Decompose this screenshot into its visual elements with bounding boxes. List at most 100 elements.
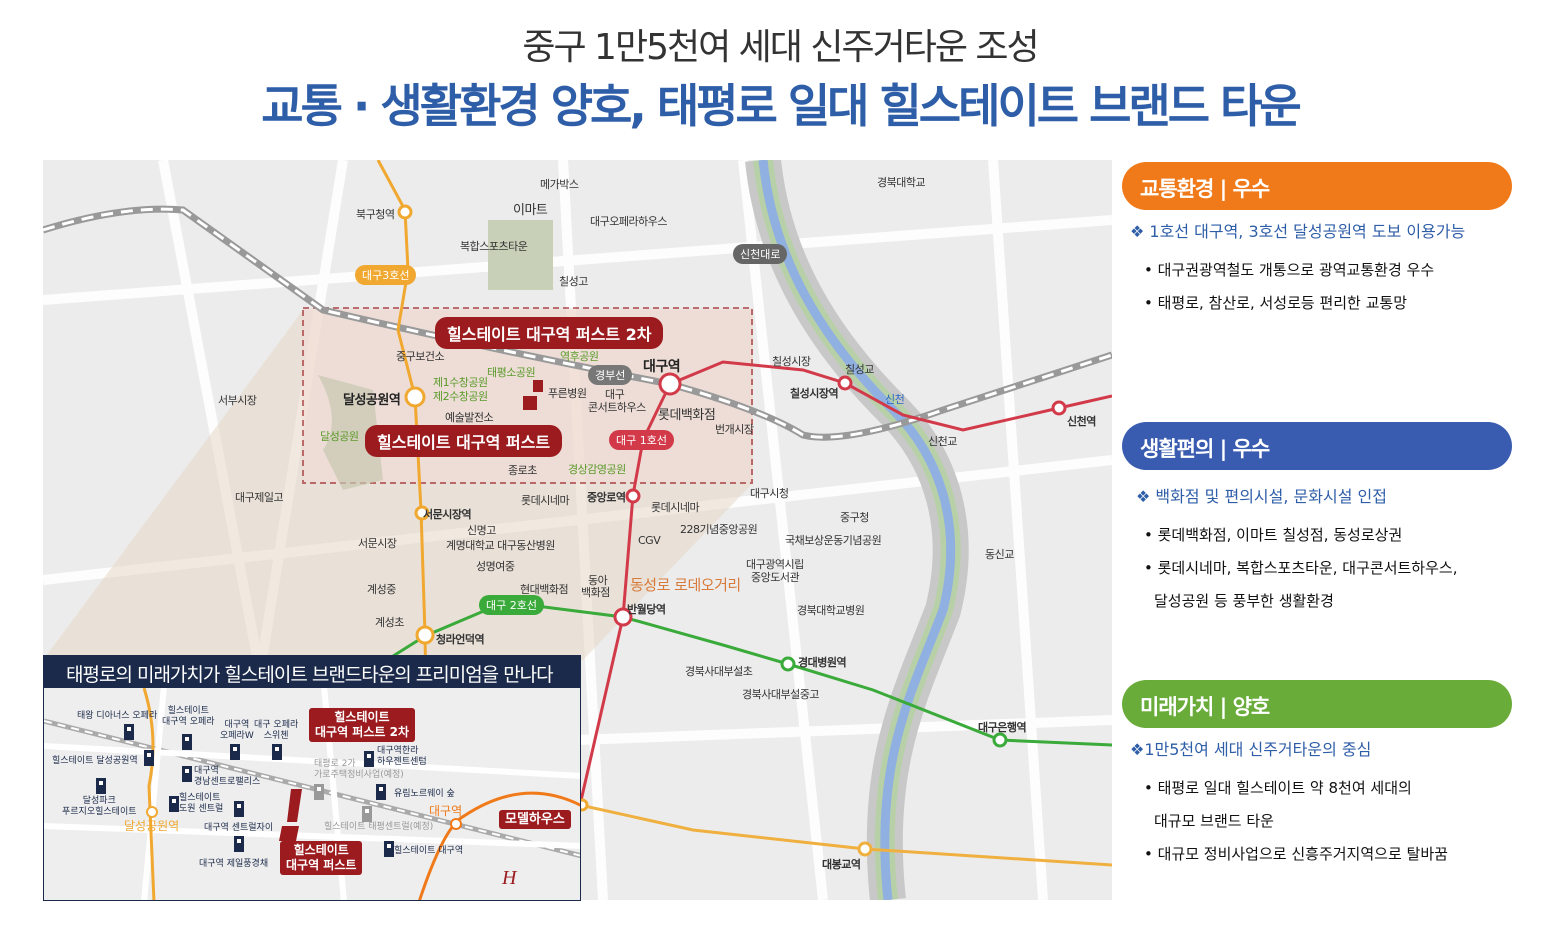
living-headline: ❖ 백화점 및 편의시설, 문화시설 인접 xyxy=(1136,487,1387,506)
map-label: 경북사대부설중고 xyxy=(742,688,819,701)
map-label: 종로초 xyxy=(508,464,537,477)
map-label: 예술발전소 xyxy=(445,411,494,424)
line2-badge: 대구 2호선 xyxy=(479,595,544,615)
living-header: 생활편의 | 우수 xyxy=(1122,422,1512,470)
map-label: 북구청역 xyxy=(356,208,395,221)
area-map: 메가박스 이마트 대구오페라하우스 북구청역 복합스포츠타운 칠성고 경북대학교… xyxy=(43,160,1112,900)
shincheon-river xyxy=(758,160,956,900)
map-label: 동신교 xyxy=(985,548,1014,561)
map-label: 경북사대부설초 xyxy=(685,665,753,678)
map-label: 228기념중앙공원 xyxy=(680,523,758,536)
page-subtitle: 교통 · 생활환경 양호, 태평로 일대 힐스테이트 브랜드 타운 xyxy=(261,79,1301,133)
inset-label: 대구역 센트럴자이 xyxy=(204,823,274,833)
map-label: 성명여중 xyxy=(476,560,515,573)
transport-headline: ❖ 1호선 대구역, 3호선 달성공원역 도보 이용가능 xyxy=(1130,222,1466,241)
inset-label: 태평로 2가 가로주택정비사업(예정) xyxy=(314,759,404,780)
building-icon xyxy=(384,841,394,857)
map-label: 경북대학교병원 xyxy=(797,604,865,617)
inset-label: 유림노르웨이 숲 xyxy=(394,789,455,799)
inset-label: 대구 오페라 스위첸 xyxy=(254,720,299,741)
inset-label: 대구역한라 하우젠트센텀 xyxy=(377,746,427,767)
gyeongbu-badge: 경부선 xyxy=(588,365,633,385)
building-icon xyxy=(362,806,372,822)
callout-first: 힐스테이트 대구역 퍼스트 xyxy=(365,425,563,457)
page-title: 중구 1만5천여 세대 신주거타운 조성 xyxy=(522,27,1039,68)
inset-callout-2nd: 힐스테이트 대구역 퍼스트 2차 xyxy=(309,708,415,742)
map-label: 청라언덕역 xyxy=(436,633,485,646)
building-icon xyxy=(234,801,244,817)
inset-label: 달성파크 푸르지오힐스테이트 xyxy=(62,796,137,817)
map-label: 달성공원 xyxy=(320,430,359,443)
building-icon xyxy=(144,750,154,766)
inset-label: 힐스테이트 달성공원역 xyxy=(52,756,138,766)
line-south-path xyxy=(579,803,1112,867)
map-label: 롯데시네마 xyxy=(651,501,700,514)
inset-label: 힐스테이트 도원 센트럴 xyxy=(179,793,224,814)
shincheon-road-badge: 신천대로 xyxy=(733,244,788,264)
map-label: 칠성시장역 xyxy=(790,387,839,400)
map-label: 제1수창공원 xyxy=(433,376,488,389)
inset-label: 달성공원역 xyxy=(124,819,180,833)
map-label: 서문시장 xyxy=(358,537,397,550)
line1-badge: 대구 1호선 xyxy=(609,430,674,450)
map-label: 신천 xyxy=(885,393,905,406)
future-item: • 태평로 일대 힐스테이트 약 8천여 세대의 xyxy=(1144,779,1412,797)
map-label: 중구보건소 xyxy=(396,350,445,363)
map-label: 경대병원역 xyxy=(798,656,847,669)
map-label: 중앙로역 xyxy=(587,491,626,504)
map-label: 백화점 xyxy=(581,586,610,599)
model-house-callout: 모델하우스 xyxy=(499,810,571,829)
living-item: • 롯데백화점, 이마트 칠성점, 동성로상권 xyxy=(1144,526,1403,544)
map-label: 동성로 로데오거리 xyxy=(630,576,741,594)
map-label: 신명고 xyxy=(467,524,496,537)
map-label: 칠성시장 xyxy=(772,355,811,368)
map-label: 중앙도서관 xyxy=(751,571,800,584)
map-label: 번개시장 xyxy=(715,423,754,436)
map-label: 중구청 xyxy=(840,511,869,524)
future-headline: ❖1만5천여 세대 신주거타운의 중심 xyxy=(1130,740,1372,759)
map-label: 이마트 xyxy=(513,203,548,218)
line1-path xyxy=(578,360,1112,806)
inset-label: 힐스테이트 대구역 오페라 xyxy=(162,706,215,727)
inset-label: 태왕 디아너스 오페라 xyxy=(77,711,158,721)
transport-header: 교통환경 | 우수 xyxy=(1122,162,1512,210)
building-icon xyxy=(272,744,282,760)
map-label: 대구역 xyxy=(643,359,681,375)
map-label: 롯데백화점 xyxy=(658,408,716,423)
building-icon xyxy=(182,766,192,782)
map-label: 대구제일고 xyxy=(235,491,284,504)
inset-callout-first: 힐스테이트 대구역 퍼스트 xyxy=(280,841,363,875)
map-label: 국채보상운동기념공원 xyxy=(785,534,882,547)
building-icon xyxy=(376,784,386,800)
building-icon xyxy=(96,778,106,794)
map-label: 칠성교 xyxy=(845,363,874,376)
living-item: • 롯데시네마, 복합스포츠타운, 대구콘서트하우스, xyxy=(1144,559,1458,577)
inset-title: 태평로의 미래가치가 힐스테이트 브랜드타운의 프리미엄을 만나다 xyxy=(44,656,580,688)
building-icon xyxy=(182,734,192,750)
map-label: 대봉교역 xyxy=(822,858,861,871)
map-label: 푸른병원 xyxy=(548,387,587,400)
site-1st xyxy=(523,396,537,410)
living-item: 달성공원 등 풍부한 생활환경 xyxy=(1154,592,1334,610)
building-icon xyxy=(124,724,134,740)
map-label: 대구광역시립 xyxy=(746,558,804,571)
map-label: 콘서트하우스 xyxy=(588,401,646,414)
map-label: 계성중 xyxy=(367,583,396,596)
inset-label: 힐스테이트 태평센트럴(예정) xyxy=(324,822,434,832)
building-icon xyxy=(234,836,244,852)
inset-lines: H xyxy=(44,685,580,900)
map-label: 역후공원 xyxy=(560,350,599,363)
map-label: 서문시장역 xyxy=(423,508,472,521)
map-label: 태평소공원 xyxy=(487,366,536,379)
building-icon xyxy=(314,784,324,800)
dalseong-park xyxy=(318,375,383,490)
inset-label: 대구역 경남센트로팰리스 xyxy=(194,766,261,787)
map-label: 경북대학교 xyxy=(877,176,926,189)
inset-label: 대구역 xyxy=(429,804,463,818)
map-label: 달성공원역 xyxy=(343,393,401,408)
map-label: 대구오페라하우스 xyxy=(590,215,667,228)
map-label: 계성초 xyxy=(375,616,404,629)
map-label: 계명대학교 대구동산병원 xyxy=(446,539,555,552)
map-label: 대구 xyxy=(605,388,625,401)
map-label: 반월당역 xyxy=(627,603,666,616)
